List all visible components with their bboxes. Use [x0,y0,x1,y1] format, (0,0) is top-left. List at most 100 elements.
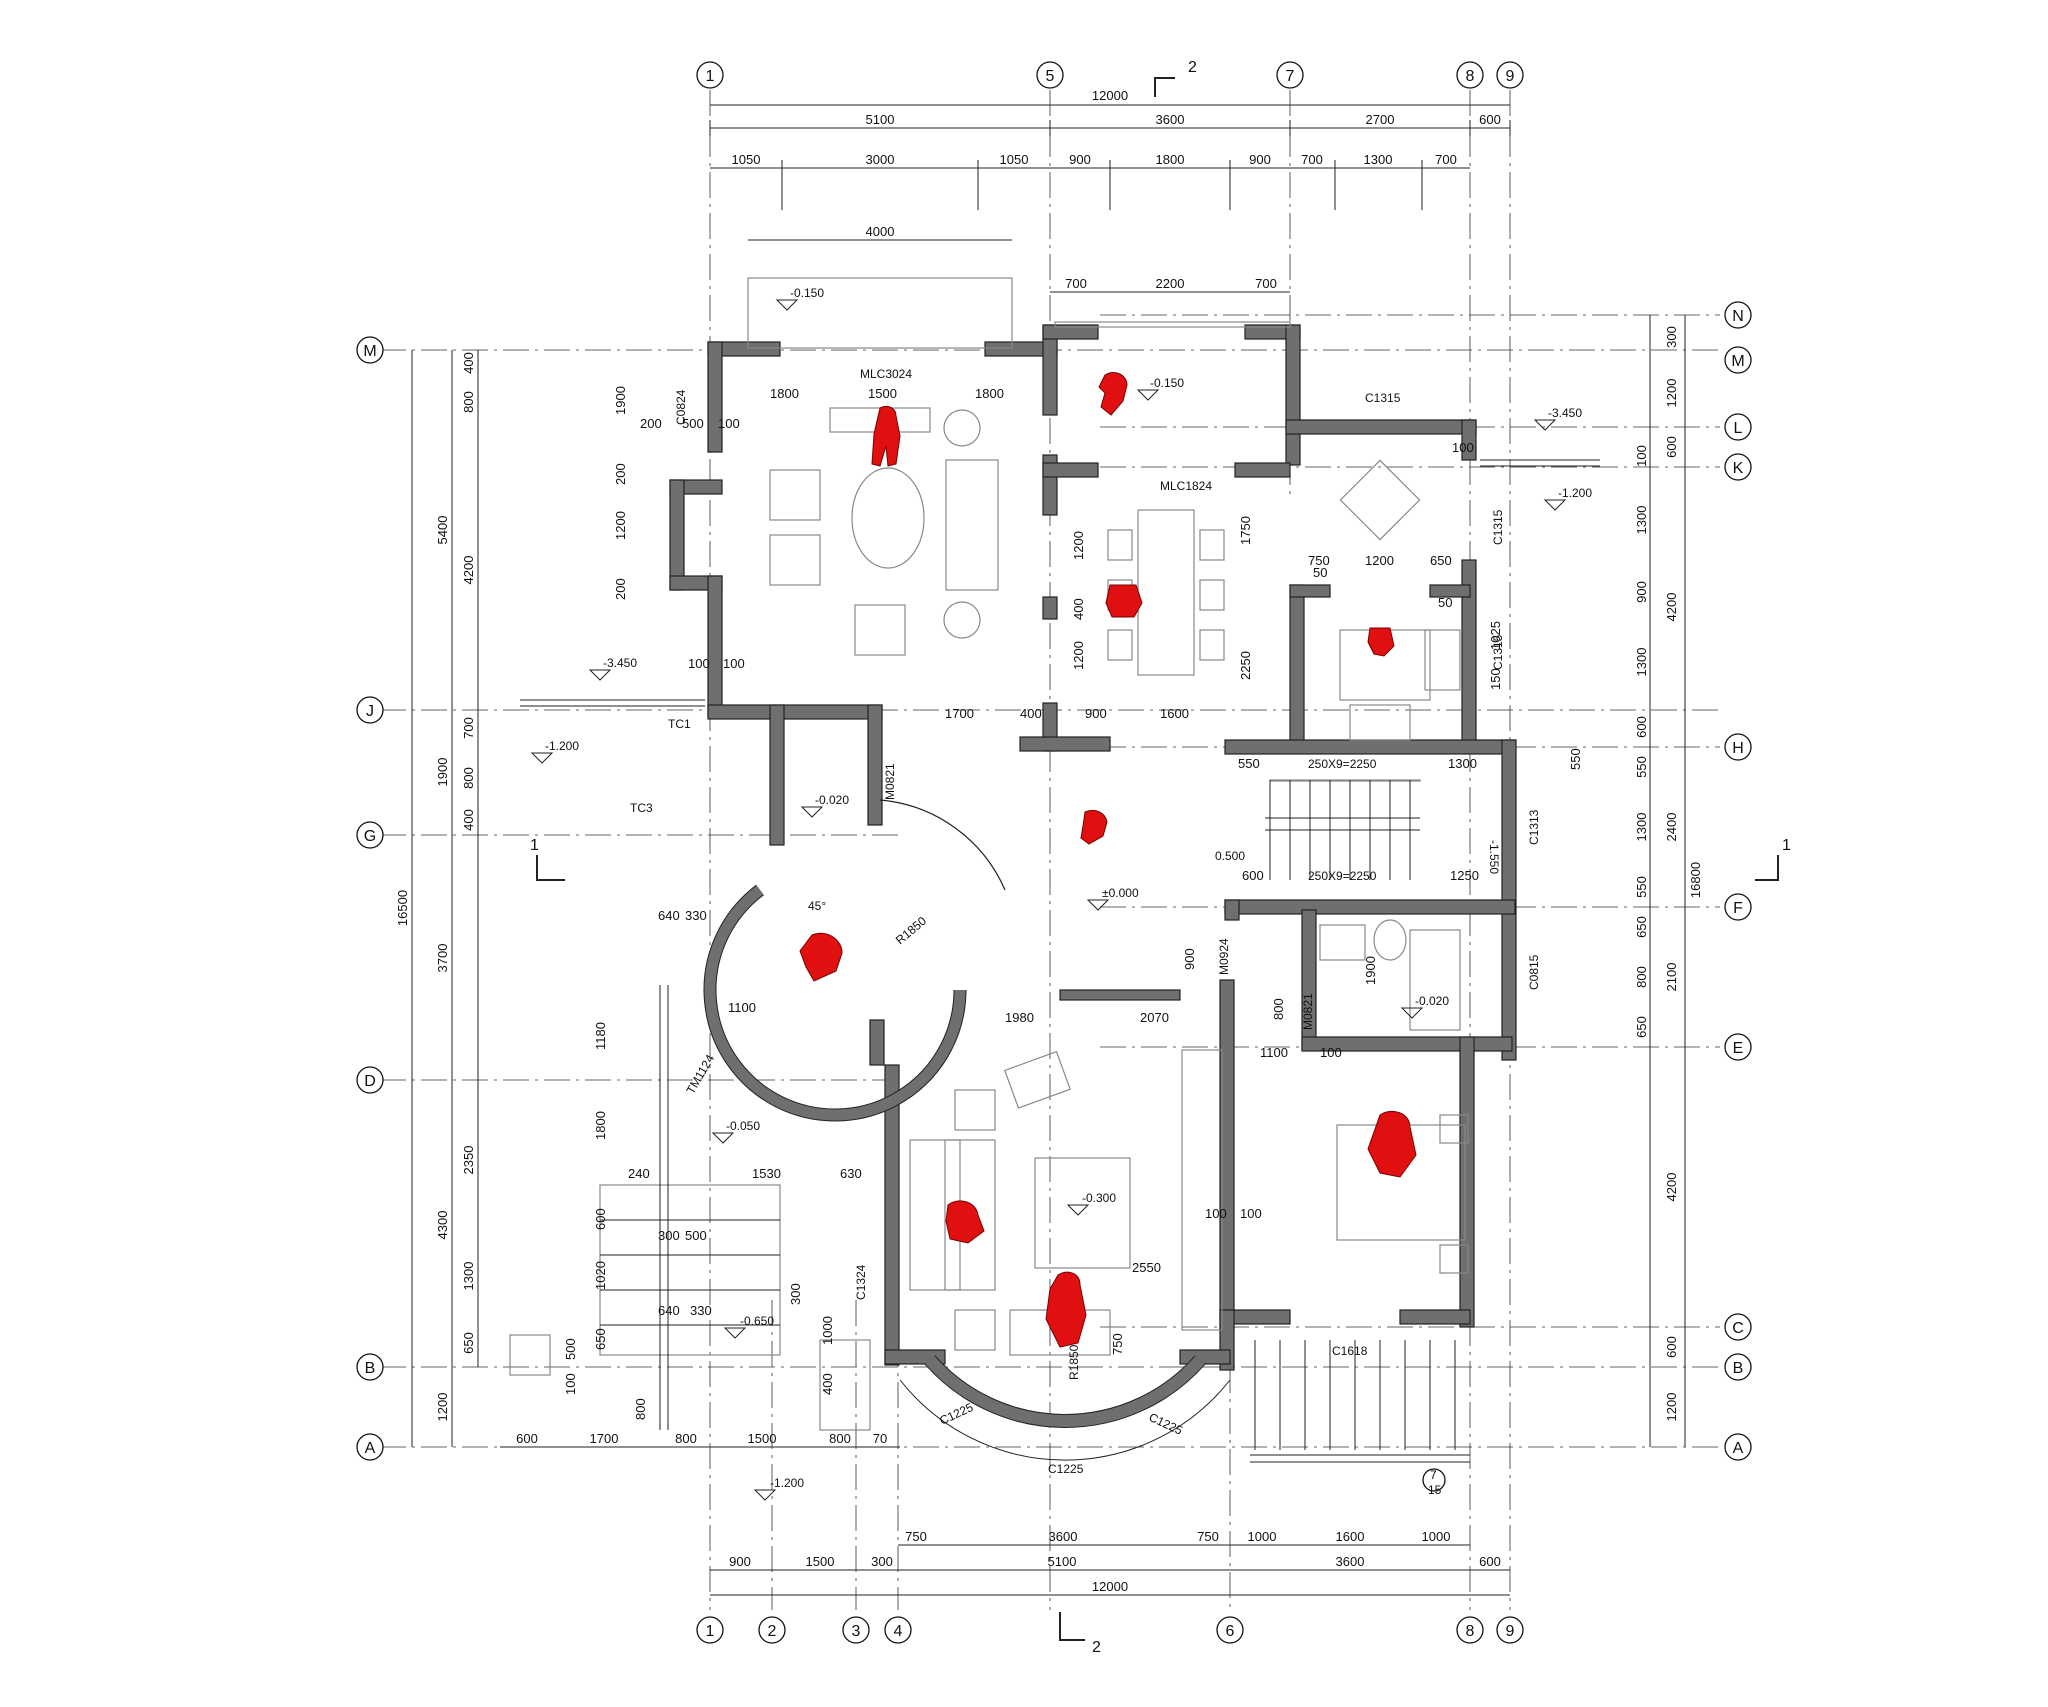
dim-right-r2-1: 1300 [1634,506,1649,535]
inner-dim: 1980 [1005,1010,1034,1025]
dim-bot-r2-4: 1600 [1336,1529,1365,1544]
elev-wc: -0.020 [815,793,849,807]
inner-dim: 1300 [1448,756,1477,771]
dim-left-r2-1: 800 [461,391,476,413]
inner-dim: 300 [788,1283,803,1305]
dim-bot-r2-3: 1000 [1248,1529,1277,1544]
dim-bot-r2-5: 1000 [1422,1529,1451,1544]
inner-dim: 630 [840,1166,862,1181]
dim-right-r2-4: 600 [1634,716,1649,738]
inner-dim: 1025 [1488,621,1503,650]
elev-study: -0.150 [1150,376,1184,390]
person-figure [1367,1111,1417,1178]
dim-top-r1-1: 3600 [1156,112,1185,127]
label-c1225-c: C1225 [1147,1410,1185,1438]
axis-left-G: G [364,828,376,845]
dim-right-r2-0: 100 [1634,445,1649,467]
label-m0924: M0924 [1217,938,1231,975]
label-r1850-b: R1850 [1067,1344,1081,1380]
dim-left-r1-2: 3700 [435,944,450,973]
axis-left-B: B [365,1360,376,1377]
person-figure [945,1200,985,1244]
label-m0821: M0821 [1301,993,1315,1030]
elev-left-top: -3.450 [603,656,637,670]
dim-right-r2-8: 650 [1634,916,1649,938]
dim-right-r1-1: 1200 [1664,379,1679,408]
inner-dim: 600 [593,1208,608,1230]
inner-dim: 900 [1182,948,1197,970]
person-figure [1367,627,1395,657]
inner-dim: 2070 [1140,1010,1169,1025]
dim-dining-1: 2200 [1156,276,1185,291]
label-tc1: TC1 [668,717,691,731]
dim-left-r1-1: 1900 [435,758,450,787]
axis-bottom-3: 3 [852,1623,861,1640]
label-c1225-b: C1225 [1048,1462,1084,1476]
dim-left-r1-3: 4300 [435,1211,450,1240]
dim-right-r1-0: 300 [1664,326,1679,348]
axis-right-H: H [1732,740,1744,757]
axis-top-5: 5 [1046,68,1055,85]
inner-dim: 750 [1110,1333,1125,1355]
axis-right-C: C [1732,1320,1744,1337]
inner-dim: 1500 [868,386,897,401]
dim-right-r1-8: 1200 [1664,1393,1679,1422]
label-c1315-a: C1315 [1365,391,1401,405]
inner-dim: 2550 [1132,1260,1161,1275]
section-markers: 2 2 1 1 [530,59,1791,1656]
person-figure [1098,372,1128,416]
dim-top-r2-5: 900 [1249,152,1271,167]
label-detail-15: 15 [1428,1483,1442,1497]
walls [669,324,1517,1371]
inner-dim: 1100 [728,1000,756,1015]
inner-dim: 1200 [613,511,628,540]
elev-ground: -1.200 [770,1476,804,1490]
axis-right-L: L [1734,420,1743,437]
inner-dim: 100 [688,656,710,671]
dim-top-r2-1: 3000 [866,152,895,167]
label-m0821b: M0821 [883,763,897,800]
dim-bot-total: 12000 [1092,1579,1128,1594]
person-figure [871,405,901,467]
axis-top-8: 8 [1466,68,1475,85]
inner-dim: 900 [1085,706,1107,721]
inner-dim: 640 [658,908,680,923]
dim-bot-r1-1: 1500 [806,1554,835,1569]
inner-dim: 1700 [945,706,974,721]
elev-bath: -0.020 [1415,994,1449,1008]
inner-dim: 1800 [593,1111,608,1140]
axis-left-J: J [366,703,374,720]
elev-balcony: -0.150 [790,286,824,300]
dim-top-r2-7: 1300 [1364,152,1393,167]
dim-bot-r2-2: 750 [1197,1529,1219,1544]
dim-right-r2-2: 900 [1634,581,1649,603]
elev-porch: -0.050 [726,1119,760,1133]
elevation-markers: -0.150 -0.150 -3.450 -1.200 -3.450 -1.20… [530,286,1592,1501]
axis-bottom-4: 4 [894,1623,903,1640]
dim-bot-r3-1: 1700 [590,1431,619,1446]
inner-dim: 750 [1308,553,1330,568]
dim-right-r1-3: 4200 [1664,593,1679,622]
axis-bubbles-right: N M L K H F E C B A [1724,301,1752,1461]
inner-dim: 50 [1313,565,1327,580]
axis-bubbles-bottom: 1 2 3 4 6 8 9 [696,1616,1524,1644]
dim-balcony: 4000 [866,224,895,239]
label-r1850-a: R1850 [893,914,929,948]
axis-top-9: 9 [1506,68,1515,85]
inner-dim: 1800 [975,386,1004,401]
dim-right-r2-6: 1300 [1634,813,1649,842]
dim-bot-r3-4: 800 [829,1431,851,1446]
inner-dim: 100 [563,1373,578,1395]
dim-bot-r3-0: 600 [516,1431,538,1446]
axis-bottom-8: 8 [1466,1623,1475,1640]
dim-right-r1-4: 2400 [1664,813,1679,842]
dim-top-r2-0: 1050 [732,152,761,167]
inner-dim: 1750 [1238,516,1253,545]
dim-top-r1-2: 2700 [1366,112,1395,127]
dim-bot-r2-1: 3600 [1049,1529,1078,1544]
axis-left-A: A [365,1440,376,1457]
inner-dim: 1180 [593,1022,608,1050]
dimension-right: 16800 300 1200 600 4200 2400 2100 4200 6… [1634,315,1703,1447]
inner-dim: 2250 [1238,651,1253,680]
